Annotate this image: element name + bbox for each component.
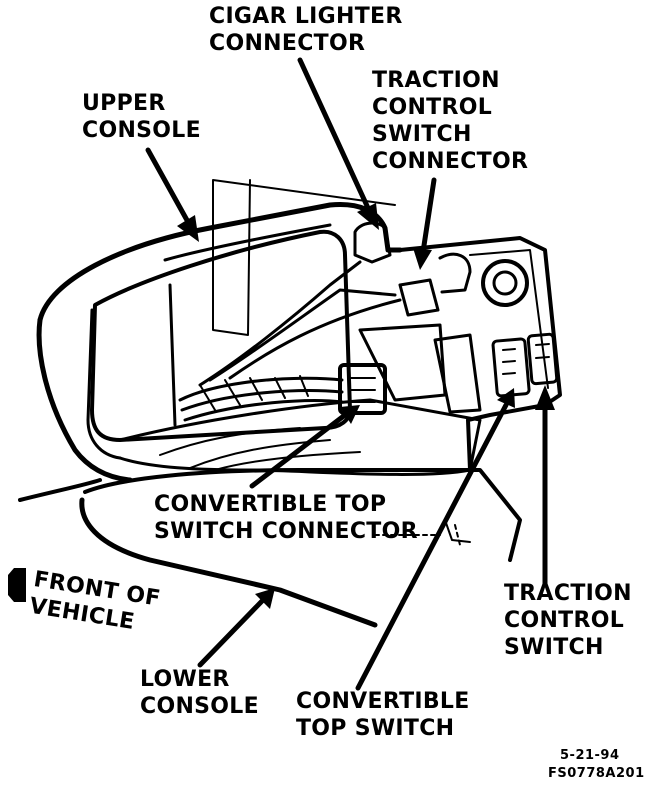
leader-convertible-top-connector [249, 412, 348, 489]
arrowhead-cigar-lighter [357, 203, 379, 230]
leader-traction-connector [420, 177, 437, 255]
label-line: SWITCH CONNECTOR [154, 519, 418, 544]
label-upper-console: UPPER CONSOLE [82, 90, 201, 144]
connector-guide-line [374, 524, 461, 546]
label-line: CONTROL [504, 608, 625, 633]
upper-console-inner-rib-2 [163, 223, 332, 262]
arrowhead-convertible-top-connector [340, 405, 360, 424]
switch-bezel [398, 236, 562, 472]
harness-tape [199, 375, 309, 411]
lighter-socket [481, 259, 529, 307]
label-line: CIGAR LIGHTER [209, 4, 403, 29]
traction-switch-body [526, 332, 559, 386]
lower-console-body [79, 497, 378, 628]
label-line: TRACTION [372, 68, 500, 93]
bracket-plate [433, 333, 482, 414]
label-cigar-lighter-connector: CIGAR LIGHTER CONNECTOR [209, 3, 403, 57]
label-convertible-top-switch: CONVERTIBLE TOP SWITCH [296, 688, 470, 742]
arrowhead-traction-connector [413, 248, 432, 270]
arrowhead-traction-switch [535, 385, 555, 410]
label-convertible-top-switch-connector: CONVERTIBLE TOP SWITCH CONNECTOR [154, 491, 418, 545]
arrowhead-lower-console [255, 588, 275, 609]
upper-console-opening [90, 229, 352, 442]
leader-cigar-lighter [297, 57, 371, 211]
convertible-connector-pins [349, 377, 376, 403]
switch-detail [502, 343, 550, 375]
label-line: LOWER [140, 667, 230, 692]
label-line: TOP SWITCH [296, 716, 455, 741]
leader-upper-console [145, 147, 191, 225]
wiring-harness [178, 260, 402, 422]
label-line: SWITCH [372, 122, 472, 147]
label-line: SWITCH [504, 635, 604, 660]
traction-connector-body [398, 278, 440, 317]
label-lower-console: LOWER CONSOLE [140, 666, 259, 720]
upper-console-left-wall [36, 317, 133, 483]
traction-connector-grip [438, 252, 472, 294]
label-line: UPPER [82, 91, 166, 116]
label-traction-control-switch: TRACTION CONTROL SWITCH [504, 580, 632, 661]
label-line: CONNECTOR [372, 149, 529, 174]
lower-console-edge [444, 519, 471, 543]
bracket-panel [358, 323, 447, 402]
figure-id: FS0778A201 [548, 766, 645, 781]
lower-console-top [18, 468, 522, 562]
label-line: CONVERTIBLE [296, 689, 470, 714]
label-line: CONSOLE [140, 694, 259, 719]
front-of-vehicle-icon [8, 568, 26, 602]
label-line: CONSOLE [82, 118, 201, 143]
leader-convertible-top-switch [355, 402, 509, 691]
label-line: CONTROL [372, 95, 493, 120]
arrowhead-upper-console [177, 215, 199, 242]
convertible-top-switch-connector-body [338, 363, 387, 415]
convertible-top-switch-body [491, 337, 531, 398]
label-line: TRACTION [504, 581, 632, 606]
upper-console-inner-left [86, 308, 122, 460]
label-line: CONNECTOR [209, 31, 366, 56]
label-traction-control-switch-connector: TRACTION CONTROL SWITCH CONNECTOR [372, 67, 528, 175]
upper-console-inner-rib [168, 283, 177, 427]
diagram-date: 5-21-94 [560, 748, 620, 763]
switch-bezel-inner [469, 249, 549, 389]
arrowhead-convertible-top-switch [497, 388, 515, 408]
leader-lower-console [197, 597, 266, 668]
console-floor [118, 398, 482, 476]
label-line: CONVERTIBLE TOP [154, 492, 387, 517]
upper-console-shell [37, 201, 403, 323]
lighter-socket-inner [492, 270, 518, 296]
